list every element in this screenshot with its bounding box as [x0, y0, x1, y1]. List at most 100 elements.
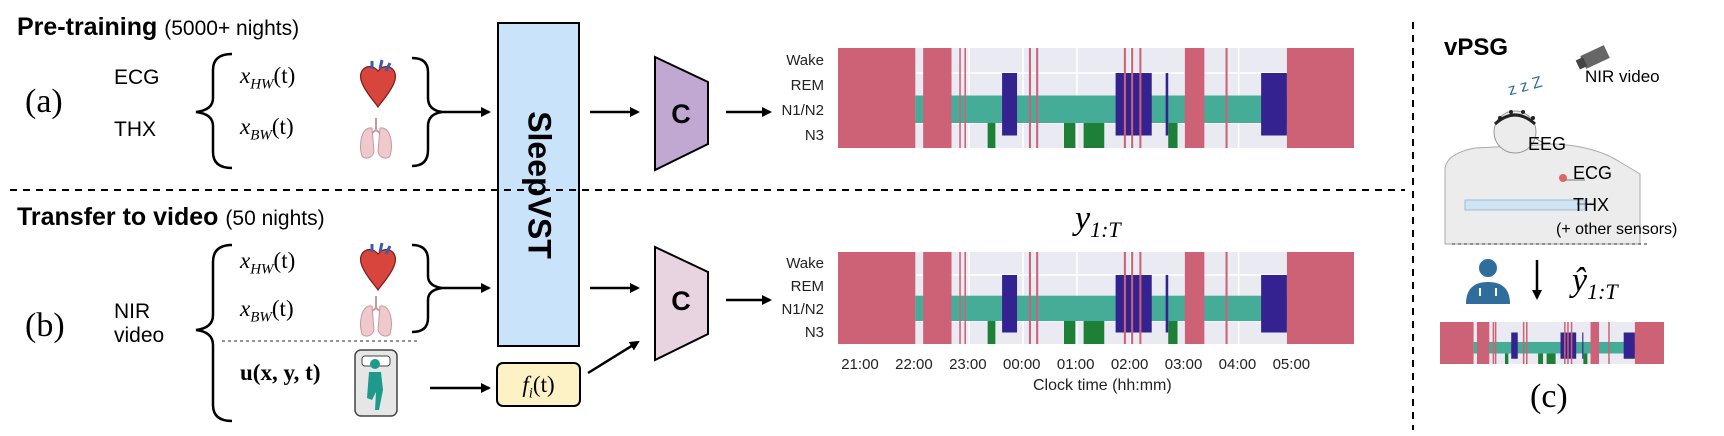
wake-segment — [1184, 252, 1205, 344]
rem-segment — [1261, 275, 1287, 333]
bed-person-icon — [354, 349, 398, 417]
n3-segment — [1064, 123, 1076, 148]
wake-segment — [838, 252, 916, 344]
n3-segment — [1168, 123, 1178, 148]
wake-segment — [1139, 48, 1142, 148]
stage-label-rem: REM — [790, 277, 824, 295]
wake-segment — [1522, 322, 1525, 364]
ecg-label-c: ECG — [1573, 163, 1613, 183]
hw-signal-math-b: xHW(t) — [240, 248, 296, 278]
n3-segment — [1583, 353, 1588, 364]
wake-segment — [1131, 48, 1134, 148]
wake-segment — [1028, 252, 1031, 344]
lungs-icon — [359, 118, 393, 159]
wake-segment — [964, 48, 966, 148]
wake-segment — [1139, 252, 1142, 344]
bw-signal-math-a: xBW(t) — [240, 114, 294, 144]
stage-label-rem: REM — [790, 76, 824, 94]
nir-video-label-c: NIR video — [1585, 67, 1660, 86]
wake-segment — [1028, 48, 1031, 148]
vpsg-title: vPSG — [1444, 34, 1509, 61]
wake-segment — [923, 252, 952, 344]
rem-segment — [1623, 332, 1635, 359]
rem-segment — [1165, 275, 1169, 333]
rem-segment — [1261, 73, 1287, 136]
hypnogram-top — [838, 48, 1354, 148]
ecg-label: ECG — [114, 66, 160, 89]
wake-segment — [1286, 48, 1354, 148]
n3-segment — [987, 321, 996, 344]
bw-signal-math-b: xBW(t) — [240, 296, 294, 326]
thx-label-c: THX — [1573, 195, 1609, 215]
n1n2-band — [1473, 341, 1635, 354]
wake-segment — [1036, 252, 1039, 344]
rem-segment — [1115, 275, 1152, 333]
wake-segment — [1526, 322, 1528, 364]
stage-label-n1-n2: N1/N2 — [781, 101, 824, 119]
n3-segment — [987, 123, 996, 148]
classifier-bottom — [654, 245, 709, 362]
wake-segment — [1492, 322, 1495, 364]
wake-segment — [1634, 322, 1664, 364]
stage-label-n3: N3 — [804, 126, 824, 144]
n3-segment — [1504, 353, 1509, 364]
pretraining-heading: Pre-training (5000+ nights) — [17, 13, 300, 41]
stage-label-wake: Wake — [786, 51, 824, 69]
x-axis-title: Clock time (hh:mm) — [1033, 377, 1172, 394]
arrow-f-to-c — [587, 340, 640, 375]
right-brace-b — [411, 243, 443, 334]
wake-segment — [1608, 322, 1610, 364]
hypnogram-bottom — [838, 252, 1354, 344]
rem-segment — [1002, 275, 1018, 333]
left-brace-a — [195, 52, 233, 170]
wake-segment — [1286, 252, 1354, 344]
stage-label-n3: N3 — [804, 323, 824, 341]
wake-segment — [1131, 252, 1134, 344]
prediction-label: ŷ1:T — [1572, 262, 1618, 304]
rem-segment — [1115, 73, 1152, 136]
panel-b-label: (b) — [25, 307, 65, 344]
wake-segment — [1440, 322, 1474, 364]
wake-segment — [1564, 322, 1566, 364]
hw-signal-math-a: xHW(t) — [240, 63, 296, 93]
clinician-icon — [1466, 259, 1510, 304]
rem-segment — [1165, 73, 1169, 136]
n3-segment — [1168, 321, 1178, 344]
wake-segment — [1476, 322, 1490, 364]
camera-icon — [1575, 45, 1610, 70]
stage-label-wake: Wake — [786, 254, 824, 272]
n3-segment — [1083, 123, 1105, 148]
wake-segment — [964, 252, 966, 344]
left-brace-b — [195, 243, 233, 423]
time-label: 05:00 — [1272, 356, 1311, 373]
wake-segment — [1036, 48, 1039, 148]
heart-icon — [360, 59, 396, 109]
wake-segment — [1184, 48, 1205, 148]
thx-label: THX — [114, 118, 156, 141]
panel-c-label: (c) — [1530, 378, 1568, 415]
other-sensors-note: (+ other sensors) — [1556, 221, 1678, 238]
video-field-math: u(x, y, t) — [240, 360, 321, 385]
stage-label-n1-n2: N1/N2 — [781, 300, 824, 318]
rem-segment — [1511, 332, 1518, 359]
patient-figure — [1444, 110, 1641, 245]
n1n2-band — [915, 95, 1287, 123]
rem-segment — [1002, 73, 1018, 136]
wake-segment — [1225, 48, 1228, 148]
n3-segment — [1064, 321, 1076, 344]
target-label: y1:T — [1075, 200, 1121, 242]
classifier-top-label: C — [671, 99, 691, 129]
time-label: 23:00 — [949, 356, 987, 373]
wake-segment — [959, 48, 961, 148]
wake-segment — [1225, 252, 1228, 344]
time-label: 22:00 — [895, 356, 933, 373]
sleepvst-block: SleepVST — [497, 22, 580, 347]
wake-segment — [1123, 252, 1126, 344]
n1n2-band — [915, 295, 1287, 321]
eeg-label: EEG — [1528, 134, 1567, 154]
wake-segment — [1567, 322, 1569, 364]
transfer-heading: Transfer to video (50 nights) — [17, 203, 325, 231]
time-label: 02:00 — [1110, 356, 1149, 373]
